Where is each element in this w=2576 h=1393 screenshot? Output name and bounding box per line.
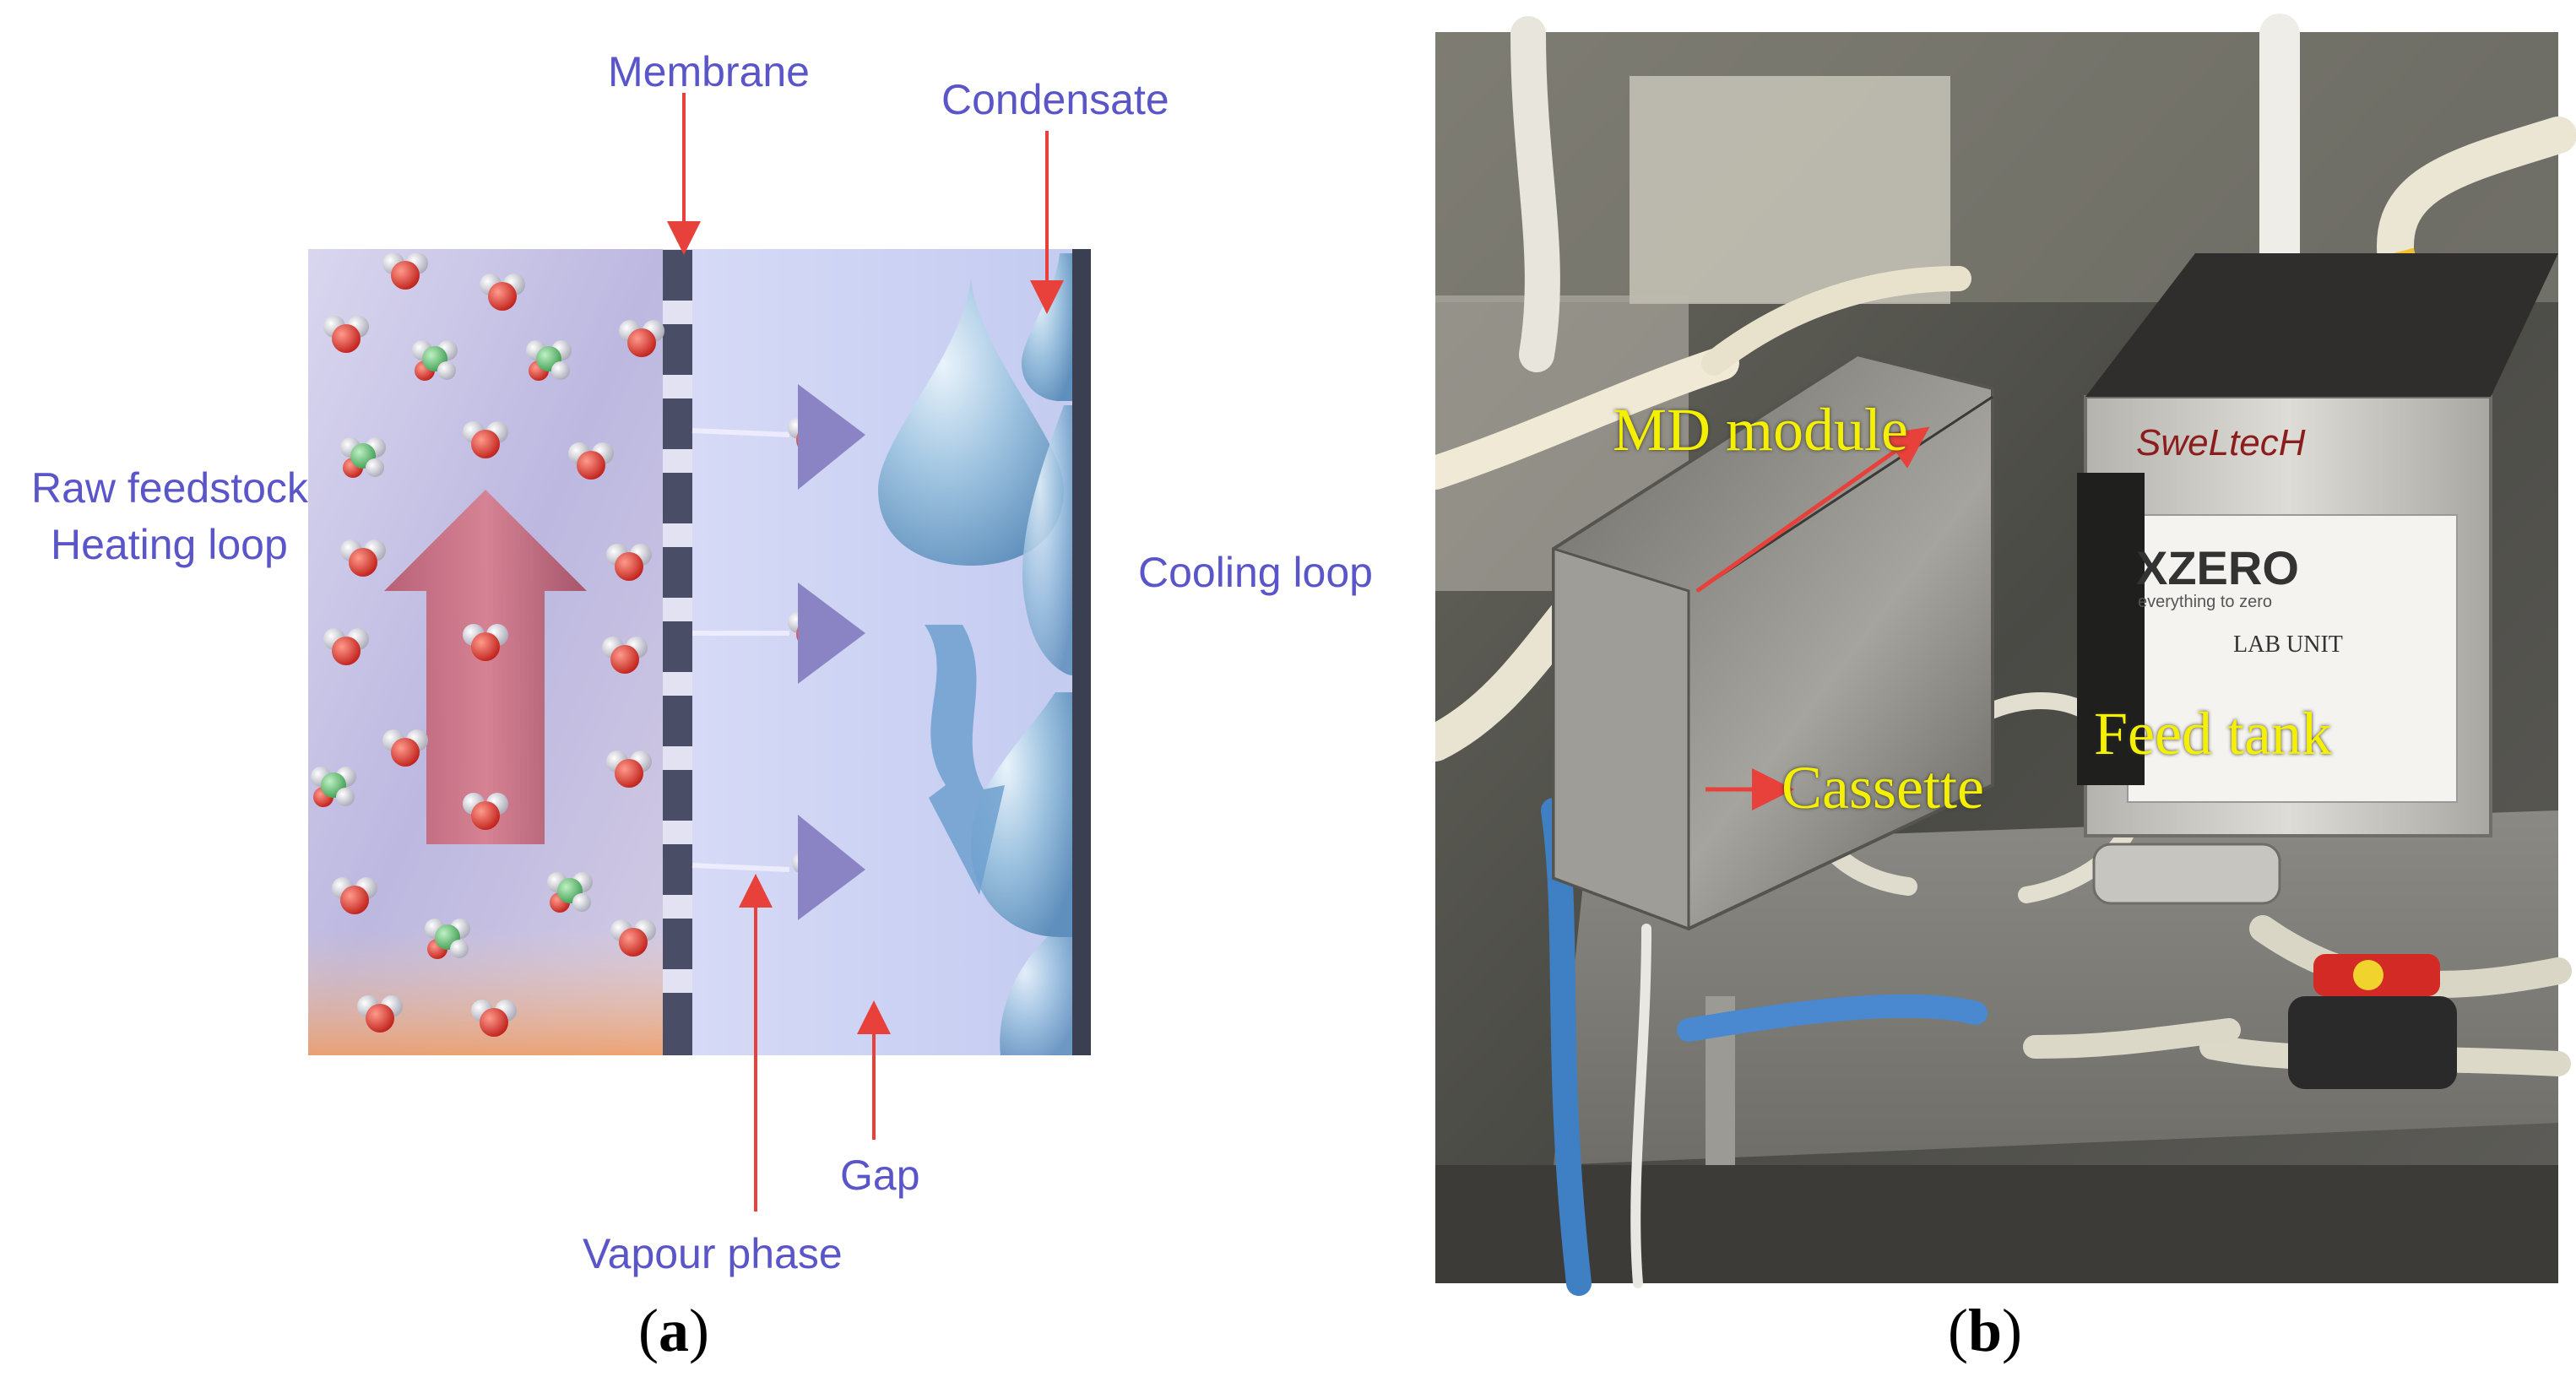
photo-annotation-arrows (1695, 426, 1930, 810)
md-module-label: MD module (1613, 396, 1908, 463)
vapour-streaks (691, 428, 790, 872)
heat-glow (308, 929, 663, 1055)
lab-photo (1435, 14, 2576, 1296)
tank-sticker (2127, 514, 2458, 803)
ball-valve-body (2288, 996, 2457, 1089)
gap-label: Gap (840, 1152, 920, 1199)
membrane-segments (663, 250, 692, 1055)
panel-b-photo: MD module Feed tank Cassette SweLtecH XZ… (1435, 0, 2576, 1393)
caption-b-letter: b (1967, 1297, 2003, 1364)
feed-tank-label: Feed tank (2094, 700, 2332, 767)
cassette-label: Cassette (1782, 754, 1984, 821)
vapour-phase-label: Vapour phase (583, 1230, 843, 1277)
feed-tank-lid (2085, 253, 2558, 397)
tank-sticker-brand: XZERO (2136, 541, 2299, 594)
raw-feedstock-label: Raw feedstock (31, 464, 308, 512)
caption-a: (a) (638, 1297, 709, 1364)
condensate-flow-arrow (925, 625, 1005, 895)
annotation-arrows (667, 93, 1064, 1211)
membrane-label: Membrane (608, 48, 810, 95)
tubing (1435, 14, 2576, 1296)
cooling-plate (1072, 249, 1091, 1055)
schematic-drawing (308, 93, 1091, 1211)
vapour-arrows (798, 384, 865, 920)
heating-flow-arrow (384, 490, 587, 844)
tank-sticker-tagline: everything to zero (2138, 593, 2272, 611)
caption-b: (b) (1948, 1297, 2023, 1364)
panel-a-schematic: Membrane Condensate Raw feedstock Heatin… (31, 48, 1373, 1364)
heating-loop-label: Heating loop (51, 521, 288, 568)
condensate-label: Condensate (941, 76, 1169, 123)
tank-sticker-unit: LAB UNIT (2233, 631, 2343, 658)
tank-brand-text: SweLtecH (2136, 422, 2306, 463)
caption-a-letter: a (658, 1297, 689, 1364)
cooling-loop-label: Cooling loop (1138, 549, 1373, 596)
